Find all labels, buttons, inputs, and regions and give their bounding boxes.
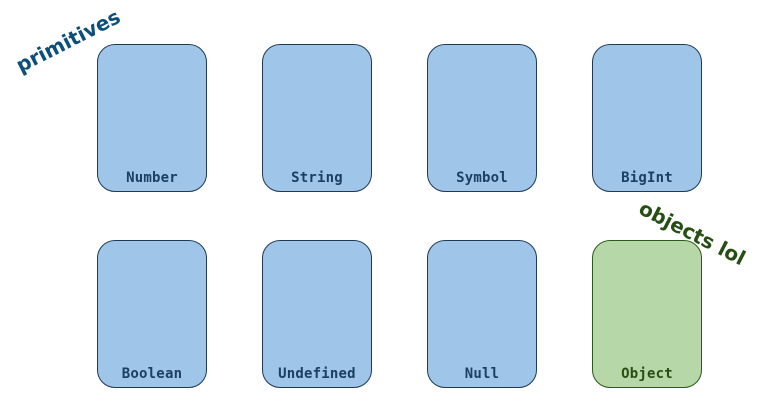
type-card-object: Object — [592, 240, 702, 388]
type-card-number: Number — [97, 44, 207, 192]
type-card-undefined: Undefined — [262, 240, 372, 388]
type-card-label: String — [291, 170, 343, 186]
type-card-boolean: Boolean — [97, 240, 207, 388]
type-card-symbol: Symbol — [427, 44, 537, 192]
type-card-label: Number — [126, 170, 178, 186]
type-card-label: Object — [621, 366, 673, 382]
type-card-string: String — [262, 44, 372, 192]
type-card-bigint: BigInt — [592, 44, 702, 192]
type-card-label: Null — [464, 366, 500, 382]
type-card-label: Symbol — [456, 170, 508, 186]
type-card-label: Undefined — [278, 366, 356, 382]
type-card-label: BigInt — [621, 170, 673, 186]
type-card-label: Boolean — [121, 366, 183, 382]
type-card-null: Null — [427, 240, 537, 388]
